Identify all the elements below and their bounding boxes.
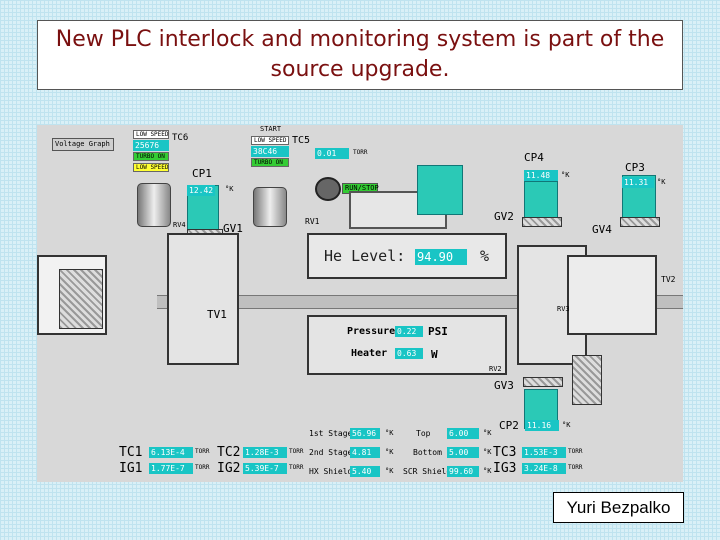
he-level-unit: % — [480, 247, 490, 265]
tc2-unit: TORR — [289, 448, 304, 455]
gv4-label: GV4 — [592, 223, 612, 236]
cp3-unit: °K — [657, 178, 666, 186]
turbo-pump-left-icon — [137, 183, 171, 227]
tc5-label: TC5 — [292, 135, 311, 146]
turbo-pump-mid-icon — [253, 187, 287, 227]
stage-2-unit: °K — [385, 448, 394, 456]
hx-shield-value: 5.40 — [350, 466, 380, 477]
scr-shield-unit: °K — [483, 467, 492, 475]
rv1-label: RV1 — [305, 217, 320, 226]
tc5-reading: 0.01 — [315, 148, 349, 159]
cp2-flange — [523, 377, 563, 387]
cp1-value: 12.42 — [187, 185, 215, 196]
tc2-label: TC2 — [217, 445, 241, 460]
rv3-label: RV3 — [557, 305, 570, 313]
stage-2-value: 4.81 — [350, 447, 380, 458]
hx-shield-label: HX Shield — [309, 467, 353, 476]
slide-title: New PLC interlock and monitoring system … — [55, 27, 665, 82]
mid-pump-speed-value: 38C46 — [251, 146, 289, 157]
gv1-label: GV1 — [223, 222, 243, 235]
slide-title-box: New PLC interlock and monitoring system … — [37, 20, 683, 90]
mid-turbo-on-flag: TURBO ON — [251, 158, 289, 167]
cp4-label: CP4 — [524, 151, 544, 164]
heater-label: Heater — [351, 348, 388, 359]
he-dewar — [307, 233, 507, 279]
cp4-value: 11.48 — [524, 170, 558, 181]
tc5-unit: TORR — [353, 149, 368, 156]
tc3-value: 1.53E-3 — [522, 447, 566, 458]
author-name: Yuri Bezpalko — [553, 492, 684, 523]
cp2-label: CP2 — [499, 419, 519, 432]
tc3-label: TC3 — [493, 445, 517, 460]
tv1-label: TV1 — [207, 308, 227, 321]
cp4-flange — [522, 217, 562, 227]
heater-unit: W — [431, 348, 438, 361]
roughing-pump-icon — [315, 177, 341, 201]
bottom-value: 5.00 — [447, 447, 479, 458]
bottom-unit: °K — [483, 448, 492, 456]
rv4-label: RV4 — [173, 221, 186, 229]
heater-value: 0.63 — [395, 348, 423, 359]
ig2-unit: TORR — [289, 464, 304, 471]
hx-shield-unit: °K — [385, 467, 394, 475]
tc1-value: 6.13E-4 — [149, 447, 193, 458]
voltage-graph-button[interactable]: Voltage Graph — [52, 138, 114, 151]
cp3-value: 11.31 — [622, 177, 654, 188]
top-label: Top — [416, 429, 431, 438]
cp2-value: 11.16 — [525, 420, 559, 431]
gv2-label: GV2 — [494, 210, 514, 223]
tc2-value: 1.28E-3 — [243, 447, 287, 458]
he-level-label: He Level: — [324, 247, 406, 265]
stage-1-label: 1st Stage — [309, 429, 353, 438]
ig3-label: IG3 — [493, 461, 517, 476]
ig1-label: IG1 — [119, 461, 143, 476]
tc3-unit: TORR — [568, 448, 583, 455]
left-pump-speed-value: 25676 — [133, 140, 169, 151]
ig1-value: 1.77E-7 — [149, 463, 193, 474]
scr-shield-label: SCR Shield — [403, 467, 452, 476]
ig2-value: 5.39E-7 — [243, 463, 287, 474]
tv2-label: TV2 — [661, 275, 676, 284]
tc1-label: TC1 — [119, 445, 143, 460]
left-low-speed-flag-2: LOW SPEED — [133, 163, 169, 172]
pressure-label: Pressure — [347, 326, 396, 337]
pressure-unit: PSI — [428, 325, 448, 338]
pressure-value: 0.22 — [395, 326, 423, 337]
ig2-label: IG2 — [217, 461, 241, 476]
cryo-chamber — [307, 315, 507, 375]
cp1-unit: °K — [225, 185, 234, 193]
cp3-label: CP3 — [625, 161, 645, 174]
he-level-value: 94.90 — [415, 249, 467, 265]
stage-2-label: 2nd Stage — [309, 448, 353, 457]
cp2-unit: °K — [562, 421, 571, 429]
cp1-label: CP1 — [192, 167, 212, 180]
left-low-speed-flag: LOW SPEED — [133, 130, 169, 139]
ig1-unit: TORR — [195, 464, 210, 471]
far-right-chamber — [567, 255, 657, 335]
ig3-unit: TORR — [568, 464, 583, 471]
cp4-unit: °K — [561, 171, 570, 179]
gv1-chamber — [167, 233, 239, 365]
cp3-flange — [620, 217, 660, 227]
cp4-pump-icon — [417, 165, 463, 215]
start-label: START — [260, 125, 282, 133]
ig3-value: 3.24E-8 — [522, 463, 566, 474]
top-unit: °K — [483, 429, 492, 437]
plc-hmi-screenshot: Voltage Graph LOW SPEED 25676 TC6 TURBO … — [37, 125, 683, 482]
bottom-label: Bottom — [413, 448, 442, 457]
rv2-label: RV2 — [489, 365, 502, 373]
mid-low-speed-flag: LOW SPEED — [251, 136, 289, 145]
gv3-label: GV3 — [494, 379, 514, 392]
lower-right-coil — [572, 355, 602, 405]
cp4-body-icon — [524, 181, 558, 219]
tc1-unit: TORR — [195, 448, 210, 455]
source-coil — [59, 269, 103, 329]
stage-1-value: 56.96 — [350, 428, 380, 439]
stage-1-unit: °K — [385, 429, 394, 437]
left-turbo-on-flag: TURBO ON — [133, 152, 169, 161]
top-value: 6.00 — [447, 428, 479, 439]
scr-shield-value: 99.60 — [447, 466, 479, 477]
tc6-label: TC6 — [172, 133, 189, 143]
